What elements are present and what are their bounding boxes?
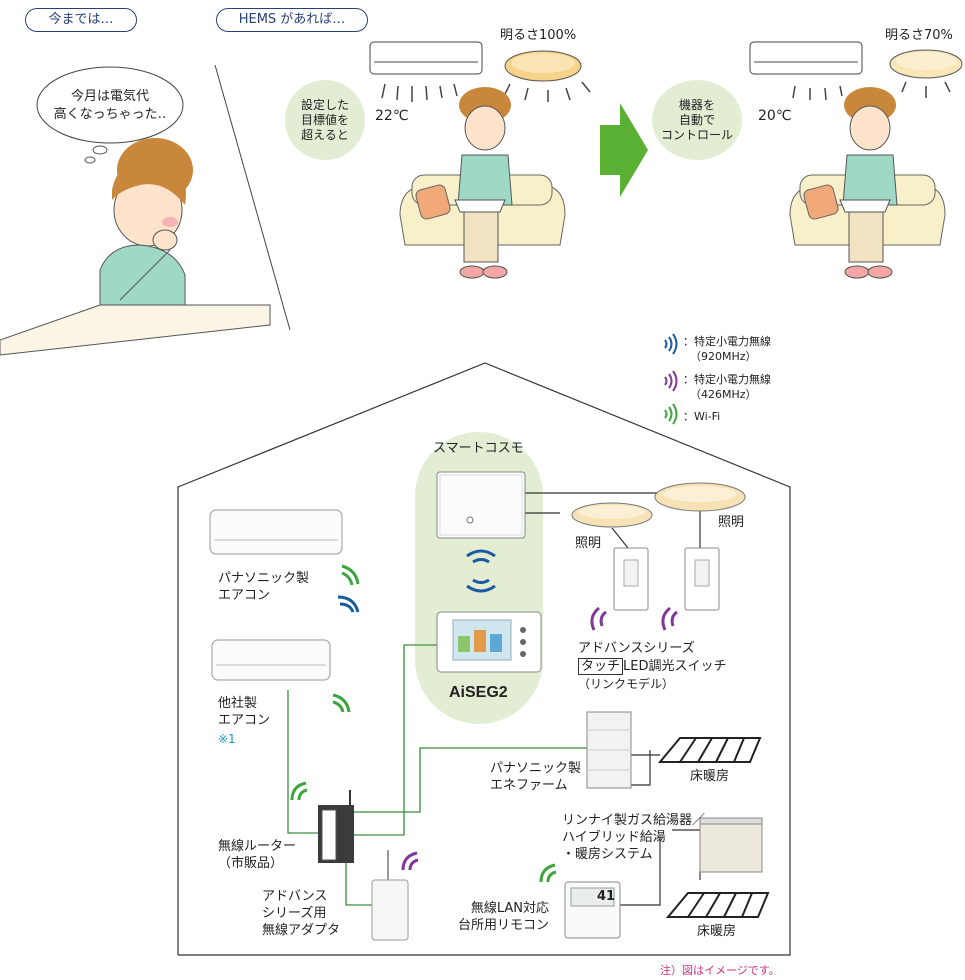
- brightness-100-label: 明るさ100%: [500, 28, 577, 43]
- enefarm-device: [586, 711, 632, 789]
- person-sofa-2: [789, 87, 946, 279]
- remote-display-value: 41: [597, 889, 616, 904]
- thought-bubble: [36, 66, 184, 144]
- legend-426mhz-icon: [664, 370, 678, 392]
- gas-water-heater-device: [699, 817, 763, 873]
- touch-badge: タッチ: [578, 658, 624, 675]
- switch-model-label: （リンクモデル）: [578, 677, 675, 691]
- remote-label: 無線LAN対応 台所用リモコン: [458, 901, 550, 933]
- person-sofa-1: [399, 87, 566, 279]
- after-label: HEMS があれば…: [216, 8, 368, 32]
- floor-heat-1-label: 床暖房: [690, 769, 730, 784]
- arrow-right-icon: [600, 103, 648, 197]
- smart-cosmo-label: スマートコスモ: [433, 441, 524, 456]
- step-condition-bubble: 設定した 目標値を 超えると: [285, 80, 365, 160]
- wifi-waves-other-ac: [332, 693, 351, 713]
- lighting-2-label: 照明: [718, 515, 745, 530]
- wifi-waves-remote: [539, 863, 557, 883]
- wifi-waves-router: [290, 781, 308, 801]
- other-ac-note: ※1: [218, 732, 236, 746]
- floor-heating-1: [657, 737, 762, 763]
- aiseg2-label: AiSEG2: [449, 684, 508, 701]
- other-ac-label: 他社製 エアコン: [218, 696, 271, 728]
- wireless-adapter-device: [371, 850, 409, 941]
- house-outline: [177, 362, 791, 956]
- router-label: 無線ルーター （市販品）: [218, 839, 297, 871]
- section-divider: [214, 64, 291, 331]
- temp-22-label: 22℃: [375, 108, 409, 124]
- wifi-waves-panasonic-ac: [341, 564, 360, 586]
- footnote: 注）図はイメージです。: [660, 964, 780, 977]
- enefarm-label: パナソニック製 エネファーム: [490, 761, 582, 793]
- air-conditioner-1: [369, 41, 483, 102]
- legend-920-sub: （920MHz）: [690, 350, 757, 363]
- legend-920mhz-icon: [664, 333, 678, 355]
- lighting-1-label: 照明: [575, 536, 602, 551]
- panasonic-ac-device: [209, 509, 343, 555]
- wireless-router-device: [318, 790, 354, 863]
- other-ac-device: [211, 639, 331, 681]
- kitchen-remote-device: [564, 881, 621, 939]
- legend-426-sub: （426MHz）: [690, 388, 757, 401]
- downlight-2: [654, 482, 746, 512]
- wired-connections: [287, 644, 587, 906]
- dimmer-switch-2: [684, 547, 720, 611]
- legend-wifi-icon: [664, 403, 678, 425]
- dimmer-switch-1: [613, 547, 649, 611]
- air-conditioner-2: [749, 41, 863, 101]
- legend-920-label: ：特定小電力無線: [683, 335, 771, 348]
- floor-heating-2: [665, 892, 770, 918]
- panasonic-ac-label: パナソニック製 エアコン: [218, 571, 310, 603]
- ceiling-light-1: [503, 50, 591, 102]
- switch-series-label: アドバンスシリーズ: [578, 641, 695, 656]
- rinnai-label: リンナイ製ガス給湯器／ ハイブリッド給湯 ・暖房システム: [562, 813, 706, 862]
- aiseg2-device: [436, 611, 542, 673]
- radio-920-waves-ac: [337, 595, 360, 613]
- brightness-70-label: 明るさ70%: [885, 28, 953, 43]
- legend-wifi-label: ：Wi-Fi: [683, 410, 721, 423]
- radio-920-waves-hub: [466, 549, 496, 593]
- thought-text: 今月は電気代 高くなっちゃった‥: [53, 89, 167, 122]
- smart-cosmo-device: [436, 471, 526, 539]
- radio-426-waves-switches: [590, 606, 678, 631]
- downlight-1: [571, 502, 653, 528]
- adapter-label: アドバンス シリーズ用 無線アダプタ: [262, 889, 341, 938]
- worried-person-illustration: [0, 138, 271, 356]
- temp-20-label: 20℃: [758, 108, 792, 124]
- legend-426-label: ：特定小電力無線: [683, 373, 771, 386]
- before-label: 今までは…: [25, 8, 137, 32]
- floor-heat-2-label: 床暖房: [697, 924, 737, 939]
- ceiling-light-2: [889, 49, 963, 98]
- step-control-bubble: 機器を 自動で コントロール: [652, 80, 742, 160]
- radio-426-waves-adapter: [401, 851, 419, 871]
